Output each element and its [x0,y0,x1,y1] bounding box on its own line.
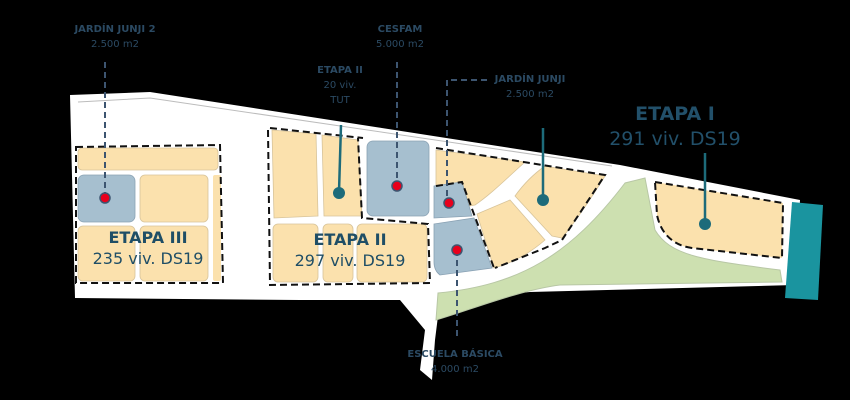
pin-jardin-junji [443,197,455,209]
callout-escuela-basica: ESCUELA BÁSICA 4.000 m2 [395,347,515,377]
stage-markers [333,187,711,230]
callout-title: ETAPA II [317,65,363,76]
pin-escuela-basica [451,244,463,256]
callout-cesfam: CESFAM 5.000 m2 [355,22,445,52]
callout-area: 4.000 m2 [431,364,479,375]
etapa-i-central-lots [433,147,607,276]
cesfam-lot [366,140,430,217]
stage-leader-lines [337,124,707,224]
escuela-basica-lot [433,217,493,276]
marker-etapa-i-east [699,218,711,230]
callout-area: 5.000 m2 [376,39,424,50]
callout-title: ESCUELA BÁSICA [407,349,503,360]
callout-etapa-ii-tut: ETAPA II 20 viv. TUT [300,63,380,108]
stage-title: ETAPA II [313,230,387,249]
etapa-ii-lots [267,127,432,287]
green-area [435,177,783,321]
callout-title: JARDÍN JUNJI 2 [74,24,156,35]
pin-cesfam [391,180,403,192]
stage-label-etapa-ii: ETAPA II 297 viv. DS19 [285,230,415,272]
marker-etapa-i-central [537,194,549,206]
callout-area: 2.500 m2 [506,89,554,100]
marker-etapa-ii-tut [333,187,345,199]
callout-program: TUT [330,95,350,106]
stage-units: 291 viv. DS19 [609,128,741,150]
stage-title: ETAPA III [108,228,188,247]
callout-jardin-junji-2: JARDÍN JUNJI 2 2.500 m2 [60,22,170,52]
stage-label-etapa-i: ETAPA I 291 viv. DS19 [605,102,745,152]
equipment-pins [99,180,463,256]
leader-lines [104,62,487,340]
callout-area: 2.500 m2 [91,39,139,50]
etapa-i-east-lot [653,180,785,260]
stage-units: 297 viv. DS19 [294,251,406,270]
etapa-iii-lots [75,143,225,284]
callout-title: CESFAM [377,24,423,35]
callout-title: JARDÍN JUNJI [494,74,566,85]
callout-jardin-junji: JARDÍN JUNJI 2.500 m2 [480,72,580,102]
river-edge [785,202,823,300]
stage-label-etapa-iii: ETAPA III 235 viv. DS19 [88,228,208,270]
site-outline [77,97,613,167]
pin-jardin-junji-2 [99,192,111,204]
stage-title: ETAPA I [635,103,715,125]
stage-units: 235 viv. DS19 [92,249,204,268]
callout-units: 20 viv. [323,80,357,91]
